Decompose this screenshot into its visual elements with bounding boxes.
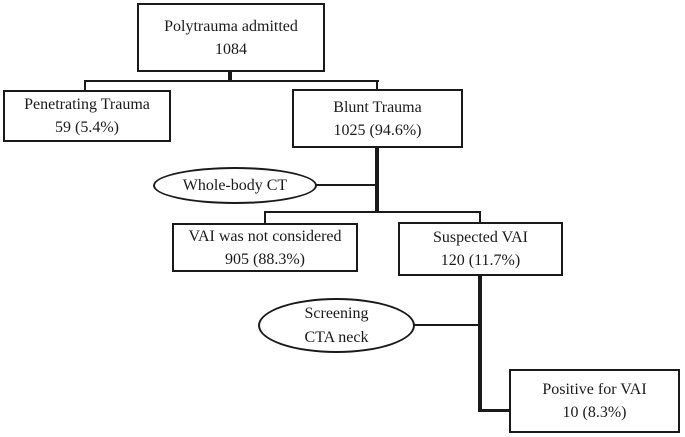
connector-wholebody-ct-link — [314, 184, 377, 186]
node-polytrauma-admitted: Polytrauma admitted 1084 — [137, 3, 325, 72]
node-whole-body-ct: Whole-body CT — [153, 167, 317, 204]
node-label: Blunt Trauma — [333, 98, 422, 116]
node-count: 1025 (94.6%) — [333, 121, 422, 139]
node-label: Suspected VAI — [433, 229, 528, 246]
node-vai-not-considered: VAI was not considered 905 (88.3%) — [172, 223, 358, 272]
node-label2: CTA neck — [304, 328, 369, 346]
node-label: Polytrauma admitted — [164, 17, 298, 35]
connector-vai-not-considered-stub — [264, 211, 266, 224]
connector-top-stub — [228, 71, 232, 82]
node-label: Positive for VAI — [542, 381, 647, 398]
connector-suspected-descent-line — [478, 275, 482, 412]
node-label: Penetrating Trauma — [24, 96, 150, 113]
node-positive-for-vai: Positive for VAI 10 (8.3%) — [509, 369, 680, 433]
node-suspected-vai: Suspected VAI 120 (11.7%) — [398, 222, 563, 276]
connector-blunt-descent-line — [375, 147, 379, 213]
node-count: 10 (8.3%) — [562, 404, 627, 421]
node-count: 1084 — [215, 40, 247, 58]
connector-blunt-stub — [376, 80, 378, 91]
node-label: VAI was not considered — [188, 227, 342, 245]
connector-row3-horizontal — [264, 211, 481, 213]
node-count: 59 (5.4%) — [55, 119, 119, 136]
node-label: Screening — [304, 304, 369, 322]
node-count: 120 (11.7%) — [440, 252, 521, 269]
node-label: Whole-body CT — [182, 177, 288, 194]
connector-row2-horizontal — [84, 80, 379, 82]
connector-suspected-vai-stub — [479, 211, 481, 223]
node-count: 905 (88.3%) — [225, 250, 305, 268]
connector-screening-cta-link — [413, 324, 480, 326]
node-penetrating-trauma: Penetrating Trauma 59 (5.4%) — [3, 90, 171, 142]
node-screening-cta-neck: Screening CTA neck — [258, 298, 415, 353]
connector-positive-elbow — [478, 409, 511, 412]
connector-penetrating-stub — [84, 80, 86, 92]
node-blunt-trauma: Blunt Trauma 1025 (94.6%) — [292, 89, 463, 148]
